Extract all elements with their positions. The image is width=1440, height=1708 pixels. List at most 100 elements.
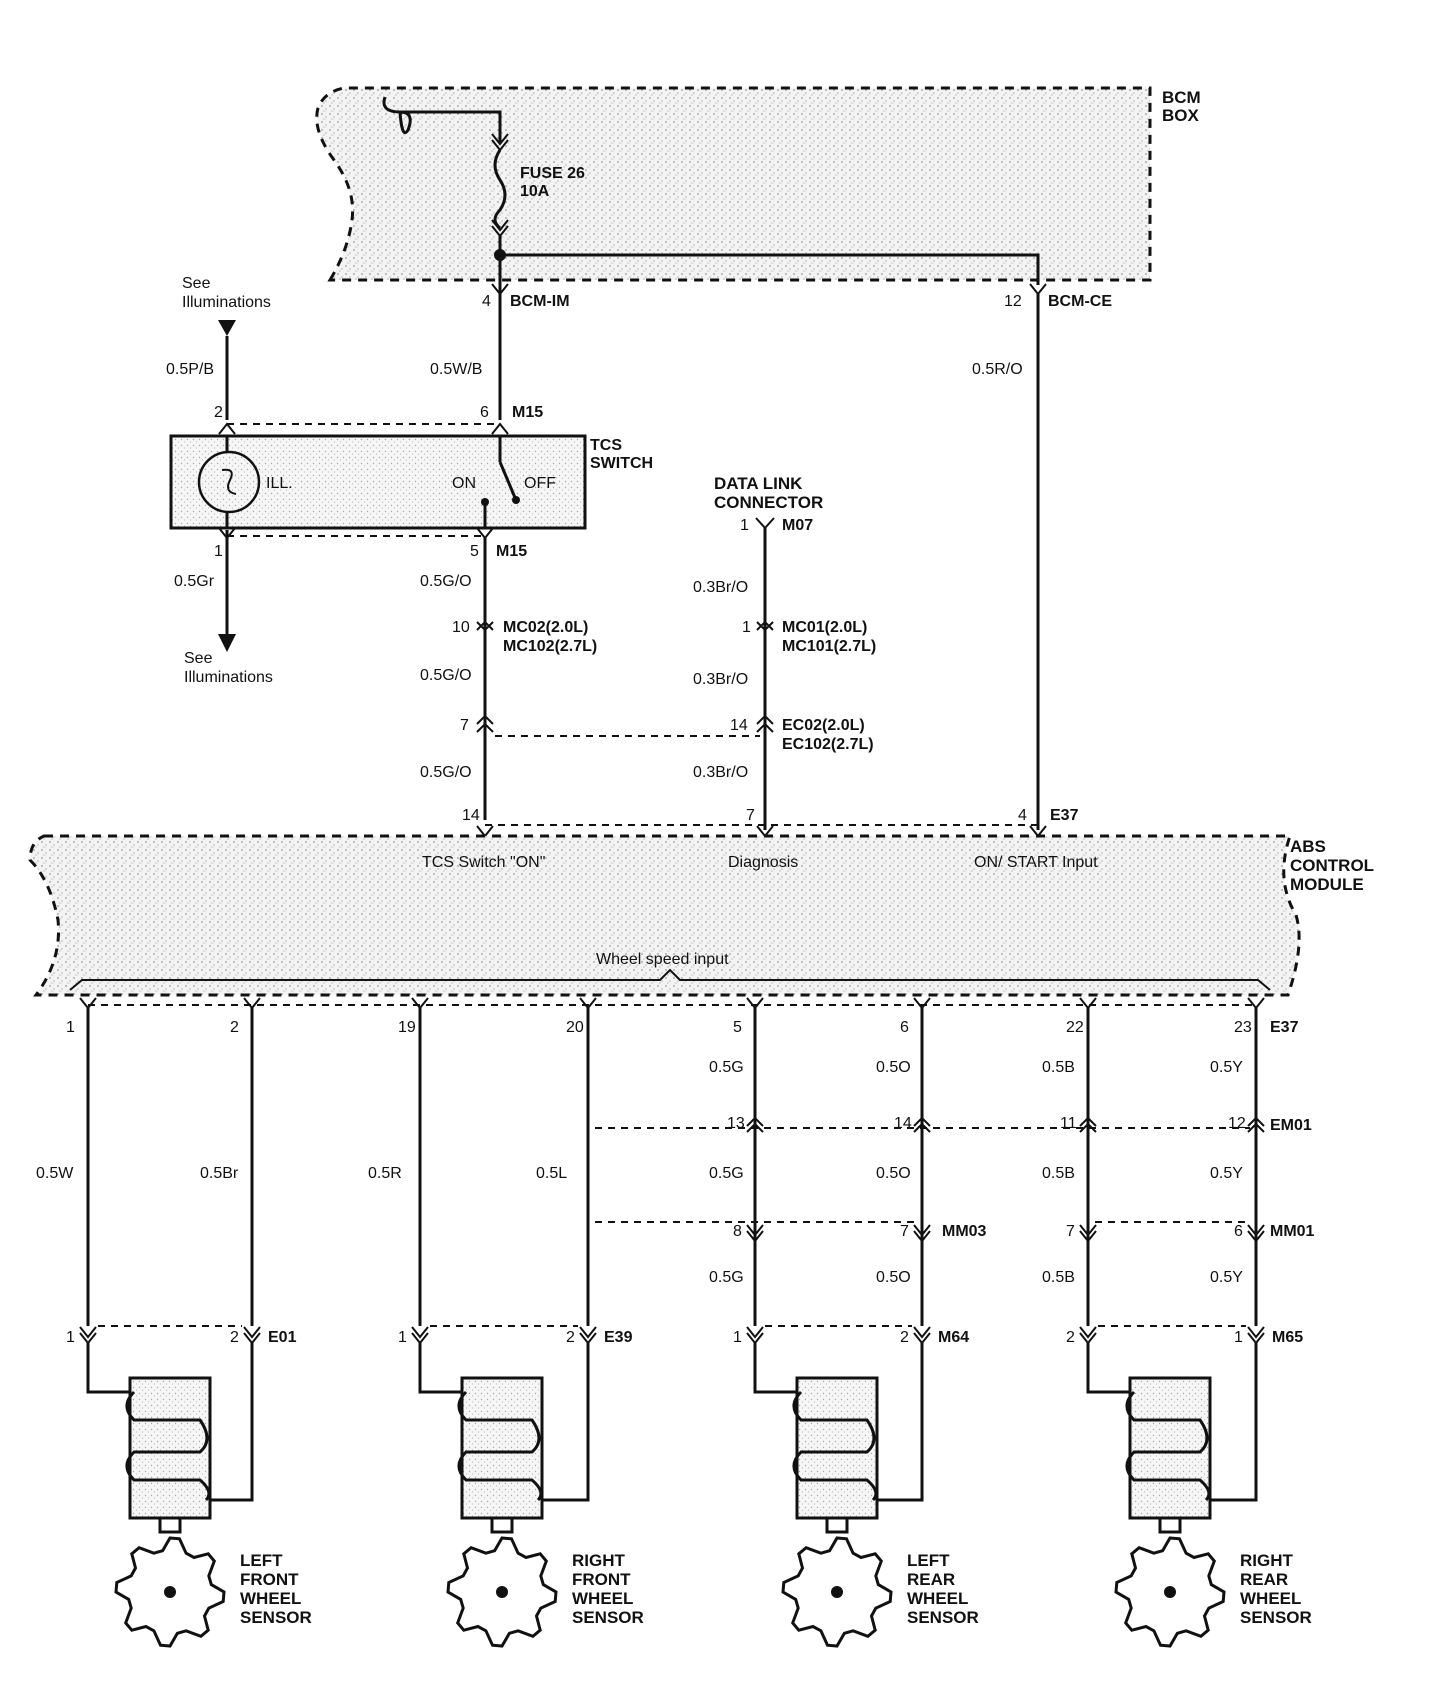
- sensor-lead: [753, 1342, 801, 1394]
- wire-gr: 0.5Gr: [174, 573, 215, 590]
- wire-color-label: 0.5G: [709, 1269, 744, 1286]
- module-pin-symbol: [243, 997, 261, 1010]
- abs-tcs-input-label: TCS Switch "ON": [422, 854, 545, 871]
- tcs-pin-top-right: 6: [480, 404, 489, 421]
- wire-color-label: 0.5L: [536, 1165, 567, 1182]
- wire-w-b: 0.5W/B: [430, 361, 482, 378]
- em01-pin-label: 12: [1228, 1115, 1246, 1132]
- connector-symbol: [746, 1116, 764, 1133]
- abs-diagnosis-label: Diagnosis: [728, 854, 798, 871]
- sensor-name-line: WHEEL: [1240, 1589, 1301, 1608]
- tcs-pin-bottom-left: 1: [214, 543, 223, 560]
- module-pin-symbol: [913, 997, 931, 1010]
- mm03-label: MM03: [942, 1223, 987, 1240]
- abs-label-1: ABS: [1290, 837, 1326, 856]
- ec-left-pin: 7: [460, 717, 469, 734]
- module-pin-label: 6: [900, 1019, 909, 1036]
- wire-color-label: 0.5Y: [1210, 1165, 1243, 1182]
- em01-pin-label: 14: [894, 1115, 912, 1132]
- connector-symbol: [243, 1326, 261, 1345]
- mc01-label: MC01(2.0L): [782, 619, 867, 636]
- module-pin-symbol: [79, 997, 97, 1010]
- wire-r-o: 0.5R/O: [972, 361, 1023, 378]
- sensor-coil-body: [795, 1376, 879, 1520]
- fuse-name: FUSE 26: [520, 165, 585, 182]
- sensor-name-line: WHEEL: [240, 1589, 301, 1608]
- connector-symbol: [913, 1116, 931, 1133]
- sensor-connector-pin: 2: [566, 1329, 575, 1346]
- sensor-coil-winding: [792, 1390, 878, 1502]
- module-pin-label: 23: [1234, 1019, 1252, 1036]
- connector-symbol: [579, 1326, 597, 1345]
- data-link-connector: DATA LINK CONNECTOR 1 M07 0.3Br/O 1 MC01…: [693, 474, 876, 830]
- fuse-26: FUSE 26 10A: [382, 96, 1040, 300]
- mm-pin-label: 6: [1234, 1223, 1243, 1240]
- abs-label-3: MODULE: [1290, 875, 1364, 894]
- sensor-name-line: REAR: [1240, 1570, 1288, 1589]
- tone-wheel-hub: [496, 1586, 508, 1598]
- sensor-connector-label: M64: [938, 1329, 969, 1346]
- connector-symbol: [913, 1326, 931, 1345]
- sensor-stem: [158, 1516, 182, 1534]
- tcs-switch-label-1: TCS: [590, 437, 622, 454]
- wire-color-label: 0.5R: [368, 1165, 402, 1182]
- sensor-connector-pin: 2: [1066, 1329, 1075, 1346]
- mm-pin-label: 8: [733, 1223, 742, 1240]
- illumination-bottom-line2: Illuminations: [184, 669, 273, 686]
- tone-wheel-hub: [164, 1586, 176, 1598]
- sensor-name-line: SENSOR: [1240, 1608, 1312, 1627]
- sensor-coil-winding: [457, 1390, 543, 1502]
- ignition-input-wire: 0.5R/O: [972, 294, 1040, 830]
- sensor-coil-body: [128, 1376, 212, 1520]
- connector-symbol: [1079, 1224, 1097, 1243]
- bcm-ce-label: BCM-CE: [1048, 293, 1112, 310]
- sensor-name-line: WHEEL: [572, 1589, 633, 1608]
- wire-br-o-3: 0.3Br/O: [693, 764, 748, 781]
- wire-color-label: 0.5G: [709, 1165, 744, 1182]
- tcs-connector-top: M15: [512, 404, 543, 421]
- sensor-lead: [418, 1342, 466, 1394]
- em01-label: EM01: [1270, 1117, 1312, 1134]
- sensor-name-line: REAR: [907, 1570, 955, 1589]
- sensor-coil-body: [1128, 1376, 1212, 1520]
- abs-pin-7: 7: [746, 807, 755, 824]
- data-link-connector-id: M07: [782, 517, 813, 534]
- sensor-connector-label: E01: [268, 1329, 297, 1346]
- data-link-label-2: CONNECTOR: [714, 493, 823, 512]
- module-pin-label: 2: [230, 1019, 239, 1036]
- module-pin-symbol: [1247, 997, 1265, 1010]
- tone-wheel-hub: [831, 1586, 843, 1598]
- wire-color-label: 0.5Y: [1210, 1269, 1243, 1286]
- sensor-coil-winding: [125, 1390, 211, 1502]
- tcs-connector-bottom: M15: [496, 543, 527, 560]
- sensor-connector-pin: 2: [230, 1329, 239, 1346]
- abs-connector-bottom: E37: [1270, 1019, 1299, 1036]
- illumination-bottom: 0.5Gr See Illuminations: [174, 530, 273, 686]
- wire-color-label: 0.5G: [709, 1059, 744, 1076]
- sensor-connector-label: E39: [604, 1329, 633, 1346]
- sensor-connector-pin: 1: [1234, 1329, 1243, 1346]
- mc102-label: MC102(2.7L): [503, 638, 597, 655]
- sensor-connector-pin: 1: [66, 1329, 75, 1346]
- sensor-coil-body: [460, 1376, 544, 1520]
- tcs-switch-label-2: SWITCH: [590, 455, 653, 472]
- module-pin-label: 5: [733, 1019, 742, 1036]
- wire-color-label: 0.5B: [1042, 1269, 1075, 1286]
- connector-symbol: [746, 1224, 764, 1243]
- tcs-switch: 0.5W/B 2 6 M15 ILL. ON OFF TCS SWITCH 1 …: [169, 300, 653, 560]
- wire-g-o-1: 0.5G/O: [420, 573, 472, 590]
- sensor-name-line: FRONT: [572, 1570, 631, 1589]
- abs-label-2: CONTROL: [1290, 856, 1374, 875]
- sensor-name-line: FRONT: [240, 1570, 299, 1589]
- mc02-pin: 10: [452, 619, 470, 636]
- illumination-top-line1: See: [182, 275, 211, 292]
- abs-pin-4: 4: [1018, 807, 1027, 824]
- connector-symbol: [1247, 1326, 1265, 1345]
- sensor-coil-winding: [1125, 1390, 1211, 1502]
- em01-pin-label: 11: [1060, 1115, 1077, 1132]
- abs-connector-top: E37: [1050, 807, 1079, 824]
- wire-g-o-2: 0.5G/O: [420, 667, 472, 684]
- wire-color-label: 0.5B: [1042, 1165, 1075, 1182]
- tcs-on-label: ON: [452, 475, 476, 492]
- sensor-connector-label: M65: [1272, 1329, 1303, 1346]
